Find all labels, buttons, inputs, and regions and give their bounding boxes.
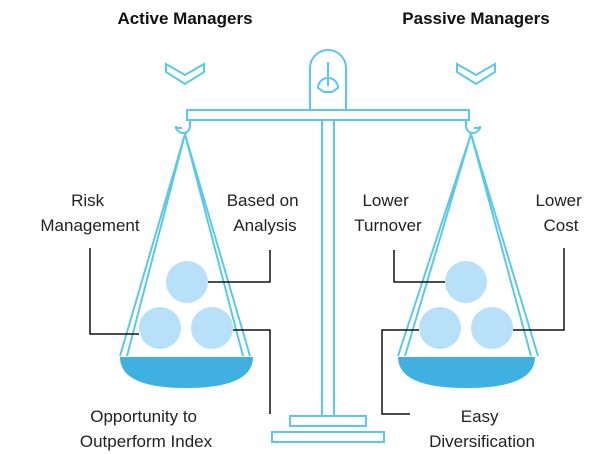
label-lower-turnover: Lower Turnover bbox=[354, 191, 422, 235]
label-opportunity: Opportunity to Outperform Index bbox=[80, 407, 213, 451]
connector-analysis bbox=[208, 250, 271, 283]
connector-opportunity bbox=[233, 329, 271, 414]
chevron-down-icon-left bbox=[165, 62, 205, 86]
label-lower-cost: Lower Cost bbox=[535, 191, 586, 235]
left-ball-top bbox=[166, 261, 208, 303]
left-ball-bottom-right bbox=[191, 307, 233, 349]
header-active-managers: Active Managers bbox=[117, 9, 252, 28]
scale-pillar bbox=[321, 119, 335, 417]
right-ball-bottom-right bbox=[471, 307, 513, 349]
scale-beam bbox=[186, 109, 470, 121]
left-hook bbox=[175, 120, 191, 134]
connector-turnover bbox=[393, 250, 445, 283]
header-passive-managers: Passive Managers bbox=[402, 9, 549, 28]
chevron-down-icon-right bbox=[456, 62, 496, 86]
connector-risk bbox=[89, 248, 139, 335]
right-ball-bottom-left bbox=[419, 307, 461, 349]
scale-base-top bbox=[289, 415, 367, 427]
right-strings bbox=[397, 133, 539, 357]
connector-cost bbox=[513, 248, 565, 331]
scale-finial bbox=[309, 49, 347, 110]
scale-base-bottom bbox=[271, 431, 385, 443]
connector-diversification bbox=[381, 329, 419, 415]
scale-frame bbox=[119, 49, 539, 443]
connector-lines bbox=[89, 248, 565, 415]
left-ball-bottom-left bbox=[139, 307, 181, 349]
left-strings bbox=[119, 133, 251, 357]
right-hook bbox=[465, 120, 481, 134]
right-ball-top bbox=[445, 261, 487, 303]
label-based-on-analysis: Based on Analysis bbox=[227, 191, 304, 235]
left-pan bbox=[120, 357, 253, 388]
label-risk-management: Risk Management bbox=[40, 191, 140, 235]
label-easy-diversification: Easy Diversification bbox=[429, 407, 535, 451]
right-pan bbox=[398, 357, 535, 388]
